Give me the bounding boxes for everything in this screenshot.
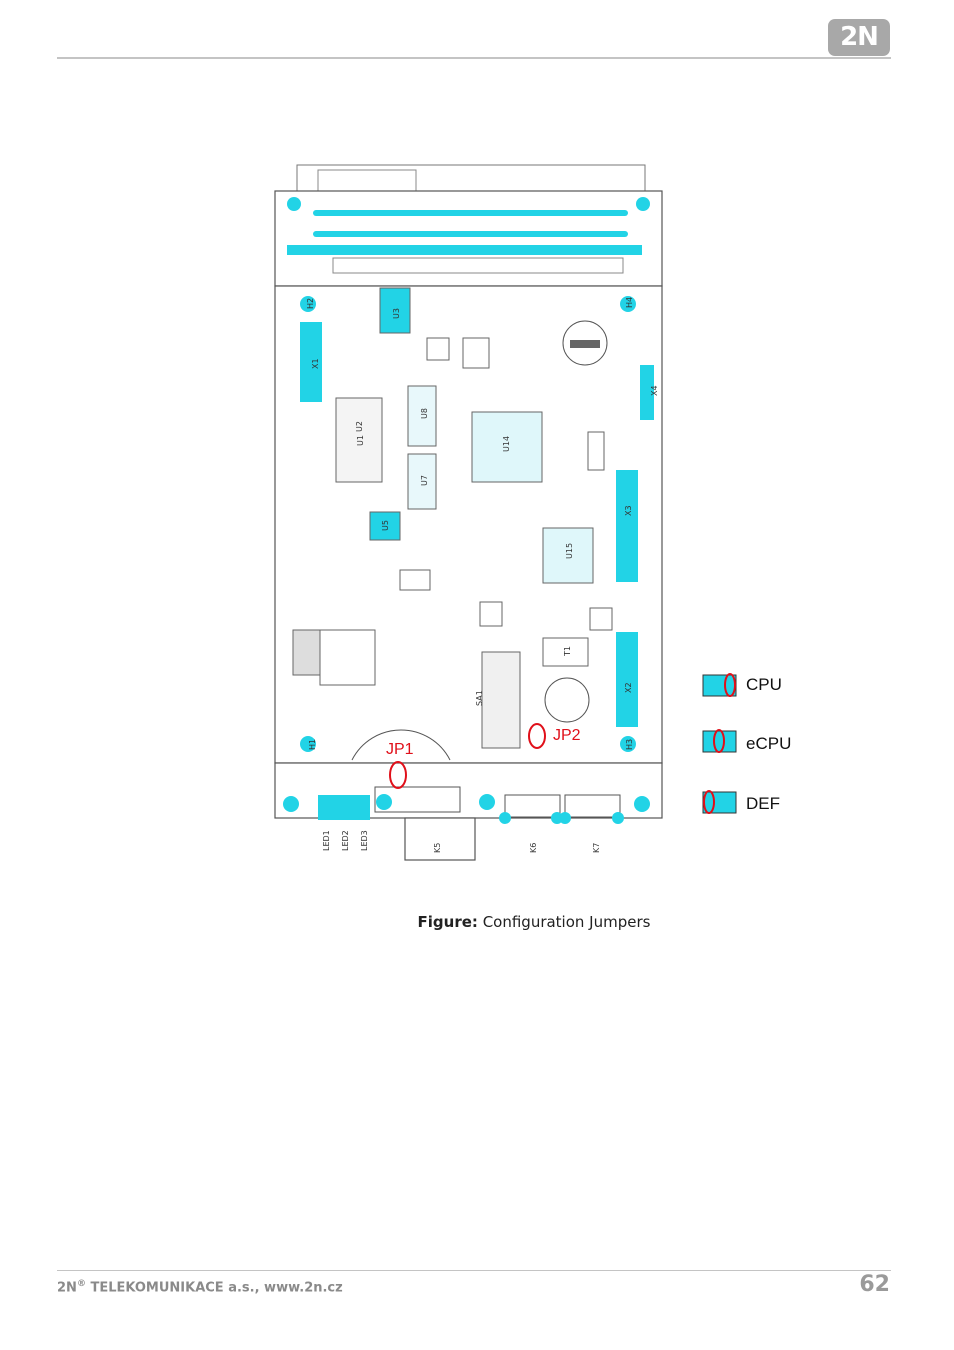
registered-mark: ® xyxy=(76,1279,86,1289)
bottom-connectors xyxy=(318,786,624,824)
page-number: 62 xyxy=(859,1272,890,1297)
trimmer xyxy=(544,677,590,723)
label-led3: LED3 xyxy=(360,830,369,851)
legend-cpu: CPU xyxy=(702,673,782,697)
pcb-board xyxy=(274,190,663,861)
header-rule xyxy=(57,57,891,59)
label-k6: K6 xyxy=(529,843,538,853)
label-u5: U5 xyxy=(381,520,390,531)
jp2-marker xyxy=(528,723,546,749)
jp1-marker xyxy=(389,761,407,789)
legend-cpu-label: CPU xyxy=(746,675,782,694)
pin-headers xyxy=(300,322,654,727)
label-sa1: SA1 xyxy=(475,690,484,706)
label-k5: K5 xyxy=(433,843,442,853)
label-led1: LED1 xyxy=(322,830,331,851)
label-x1: X1 xyxy=(311,358,320,369)
label-u1: U1 xyxy=(356,435,365,446)
label-x4: X4 xyxy=(650,385,659,396)
label-h4: H4 xyxy=(625,297,634,308)
legend-ecpu-label: eCPU xyxy=(746,734,791,753)
label-h1: H1 xyxy=(308,739,317,750)
label-u3: U3 xyxy=(392,308,401,319)
label-u14: U14 xyxy=(502,436,511,452)
label-h2: H2 xyxy=(306,298,315,309)
jumper-legend: CPU eCPU DEF xyxy=(702,673,791,814)
label-u7: U7 xyxy=(420,475,429,486)
legend-ecpu: eCPU xyxy=(702,729,791,753)
label-u15: U15 xyxy=(565,543,574,559)
footer-rule xyxy=(57,1270,891,1271)
board-arc xyxy=(351,729,451,761)
battery xyxy=(562,320,608,366)
label-u2: U2 xyxy=(355,421,364,432)
label-h3: H3 xyxy=(625,739,634,750)
caption-prefix: Figure: xyxy=(417,913,478,931)
brand-logo: 2N xyxy=(828,19,890,56)
legend-def-label: DEF xyxy=(746,794,780,813)
pcb-figure: H2 H4 H1 H3 U1 U2 U3 U5 U7 U8 U14 U15 SA… xyxy=(274,164,791,861)
footer-company: 2N® TELEKOMUNIKACE a.s., www.2n.cz xyxy=(57,1279,343,1295)
footer-rest: TELEKOMUNIKACE a.s., www.2n.cz xyxy=(85,1280,343,1296)
chips xyxy=(292,287,613,749)
label-k7: K7 xyxy=(592,843,601,853)
label-led2: LED2 xyxy=(341,830,350,851)
label-x3: X3 xyxy=(624,505,633,516)
jp1-label: JP1 xyxy=(386,741,414,758)
label-t1: T1 xyxy=(563,646,572,657)
footer-prefix: 2N xyxy=(57,1280,77,1296)
figure-caption: Figure: Configuration Jumpers xyxy=(0,913,954,931)
legend-def: DEF xyxy=(702,790,780,814)
pin-rows xyxy=(287,210,642,274)
mounting-holes xyxy=(283,197,650,812)
label-u8: U8 xyxy=(420,408,429,419)
jp2-label: JP2 xyxy=(553,727,581,744)
caption-text: Configuration Jumpers xyxy=(482,913,651,931)
label-x2: X2 xyxy=(624,682,633,693)
